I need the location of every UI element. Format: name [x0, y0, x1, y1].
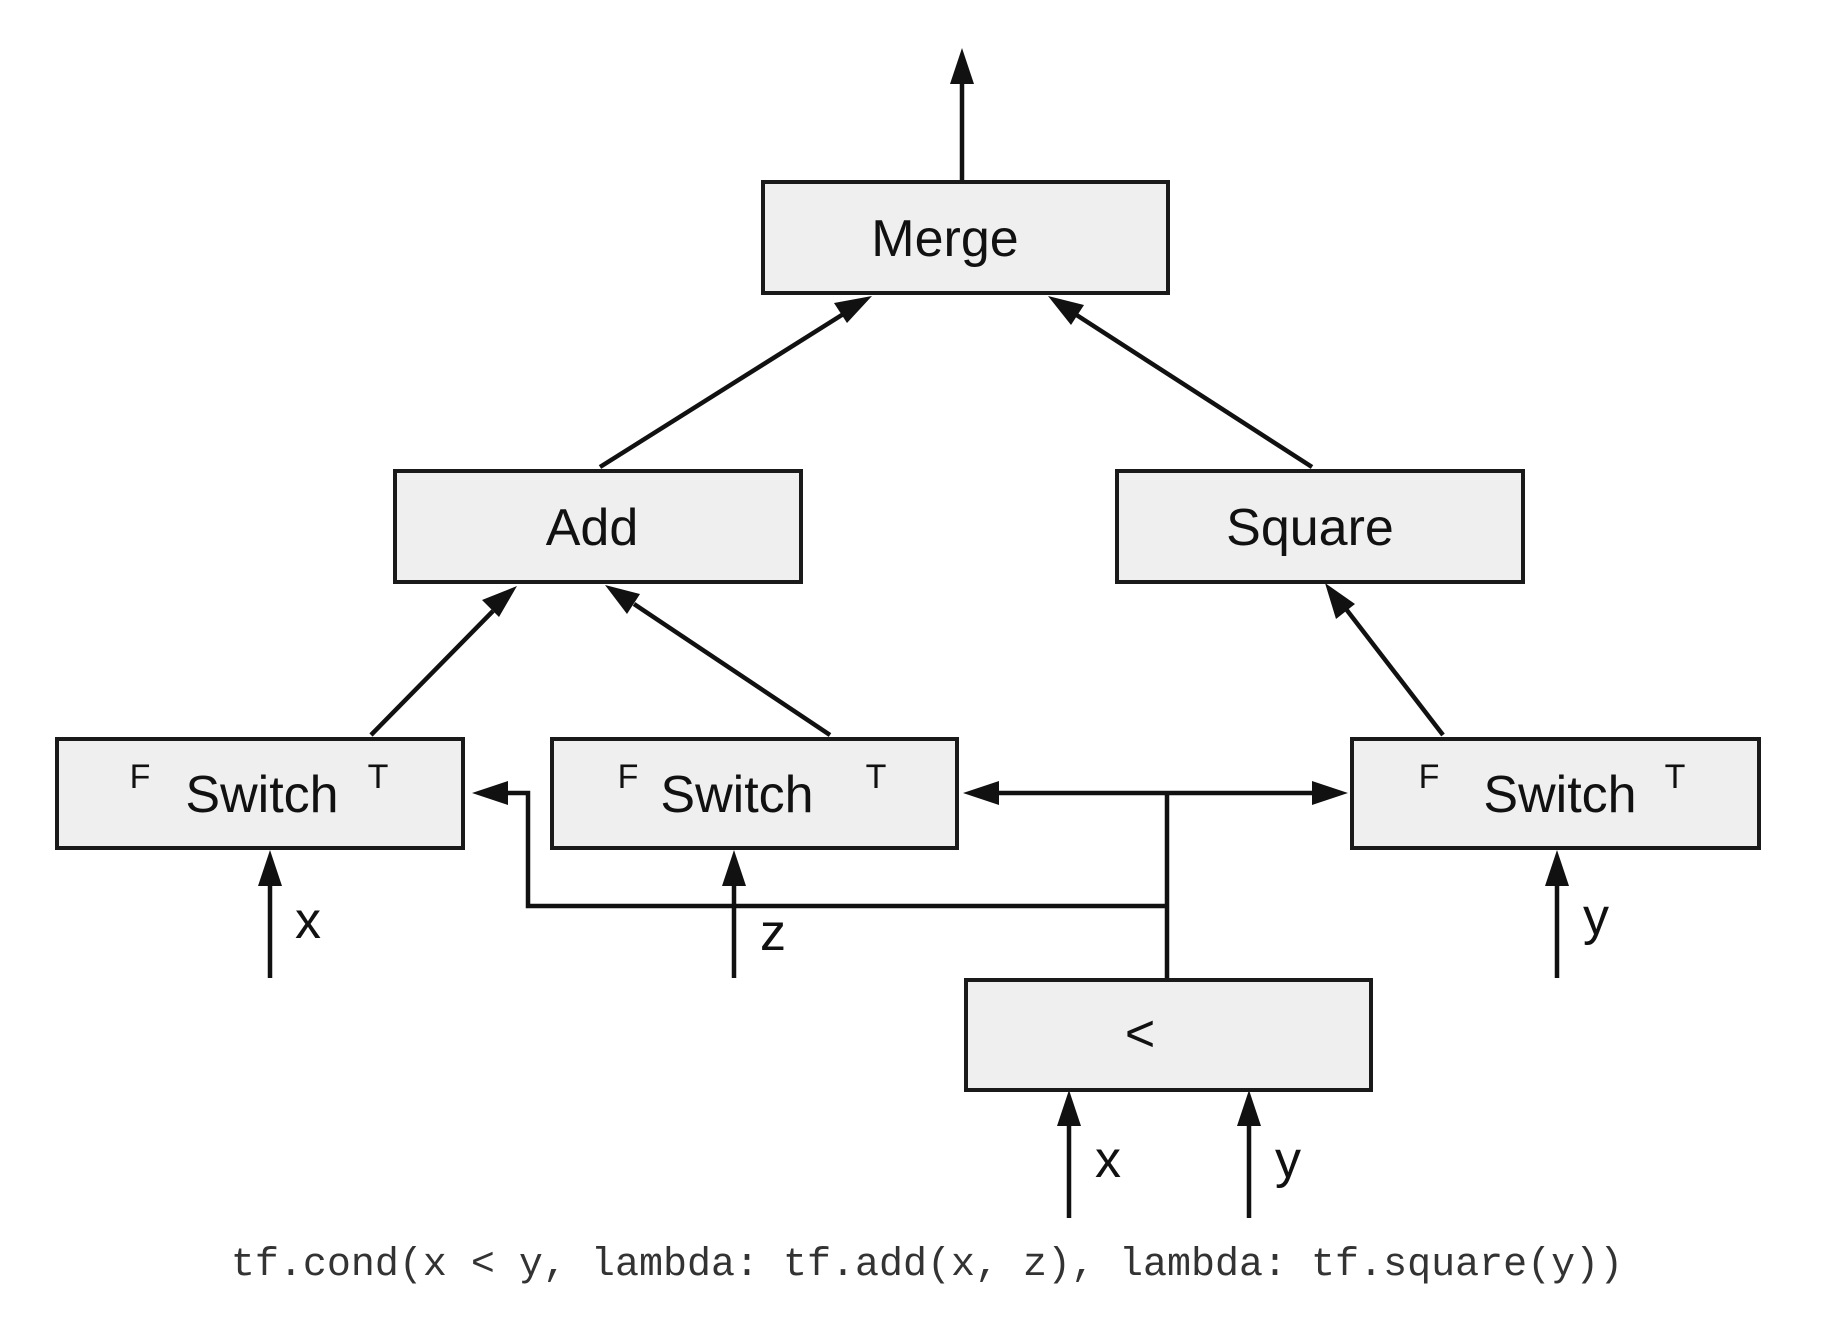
switch-x-true-port: T [368, 758, 389, 796]
switch-z-node: F Switch T [550, 737, 959, 850]
less-than-node: < [964, 978, 1373, 1092]
switch-z-label: Switch [660, 766, 813, 824]
less-than-input-2-edge [1237, 1090, 1261, 1218]
merge-node: Merge [761, 180, 1170, 295]
less-than-input-2-label: y [1275, 1131, 1301, 1189]
switch-x-node: F Switch T [55, 737, 465, 850]
switch-x-input-label: x [295, 892, 321, 950]
less-than-input-1-edge [1057, 1090, 1081, 1218]
add-node: Add [393, 469, 803, 584]
switch-x-input-edge [258, 850, 282, 978]
switch-y-false-port: F [1419, 758, 1440, 796]
switch-y-node: F Switch T [1350, 737, 1761, 850]
switch-z-input-label: z [760, 904, 786, 962]
switch-y-true-port: T [1665, 758, 1686, 796]
switch-y-to-square-edge [1325, 583, 1445, 737]
less-than-input-1-label: x [1095, 1131, 1121, 1189]
switch-y-input-edge [1545, 850, 1569, 978]
switch-z-input-edge [722, 850, 746, 978]
merge-output-edge [950, 48, 974, 180]
switch-y-input-label: y [1583, 888, 1609, 946]
less-than-label: < [1125, 1005, 1155, 1063]
switch-x-to-add-edge [369, 586, 517, 737]
code-caption: tf.cond(x < y, lambda: tf.add(x, z), lam… [231, 1243, 1623, 1288]
switch-z-to-add-edge [605, 585, 832, 737]
predicate-edges [472, 781, 1348, 978]
add-to-merge-edge [598, 296, 872, 469]
switch-x-label: Switch [185, 766, 338, 824]
add-label: Add [546, 499, 639, 557]
square-to-merge-edge [1048, 296, 1314, 469]
square-node: Square [1115, 469, 1525, 584]
switch-z-false-port: F [618, 758, 639, 796]
square-label: Square [1226, 499, 1394, 557]
switch-y-label: Switch [1483, 766, 1636, 824]
merge-label: Merge [871, 210, 1018, 268]
switch-x-false-port: F [130, 758, 151, 796]
switch-z-true-port: T [866, 758, 887, 796]
